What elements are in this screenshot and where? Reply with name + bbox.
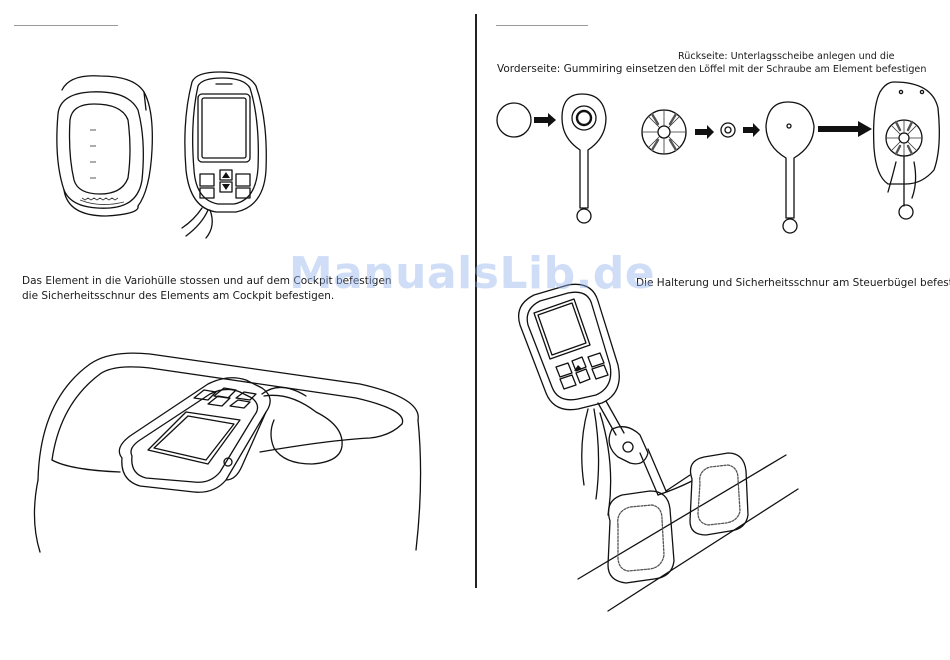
washer-part xyxy=(641,109,687,155)
front-label: Vorderseite: Gummiring einsetzen xyxy=(497,63,677,75)
left-caption-line1: Das Element in die Variohülle stossen un… xyxy=(22,275,392,287)
back-label-line2: den Löffel mit der Schraube am Element b… xyxy=(678,64,927,75)
page-divider xyxy=(475,14,477,588)
arrow-right-icon xyxy=(818,121,872,137)
left-caption-line2: die Sicherheitsschnur des Elements am Co… xyxy=(22,290,335,302)
left-page: Das Element in die Variohülle stossen un… xyxy=(0,0,474,660)
screw-part xyxy=(720,122,736,138)
rubber-ring-part xyxy=(496,102,532,138)
arrow-right-icon xyxy=(534,113,556,127)
header-rule-right xyxy=(496,25,588,26)
right-page: Vorderseite: Gummiring einsetzen Rücksei… xyxy=(478,0,950,660)
vario-case-illustration xyxy=(56,75,153,217)
back-label-line1: Rückseite: Unterlagsscheibe anlegen und … xyxy=(678,51,895,62)
arrow-right-icon xyxy=(743,123,760,137)
cockpit-mount-illustration xyxy=(33,352,422,553)
velcro-strap-right xyxy=(689,452,749,536)
bar-mount-illustration xyxy=(517,283,799,612)
spoon-back-part xyxy=(765,101,815,234)
arrow-right-icon xyxy=(695,125,714,139)
mount-assembly-diagram xyxy=(496,81,940,234)
watermark: ManualsLib.de xyxy=(288,248,656,299)
header-rule-left xyxy=(14,25,118,26)
bottom-caption: Die Halterung und Sicherheitsschnur am S… xyxy=(636,277,950,289)
vario-device-illustration xyxy=(181,71,267,239)
velcro-strap-left xyxy=(607,490,675,584)
spoon-front-part xyxy=(561,93,607,224)
assembled-element-part xyxy=(872,81,940,220)
vario-device-angled xyxy=(517,283,620,411)
